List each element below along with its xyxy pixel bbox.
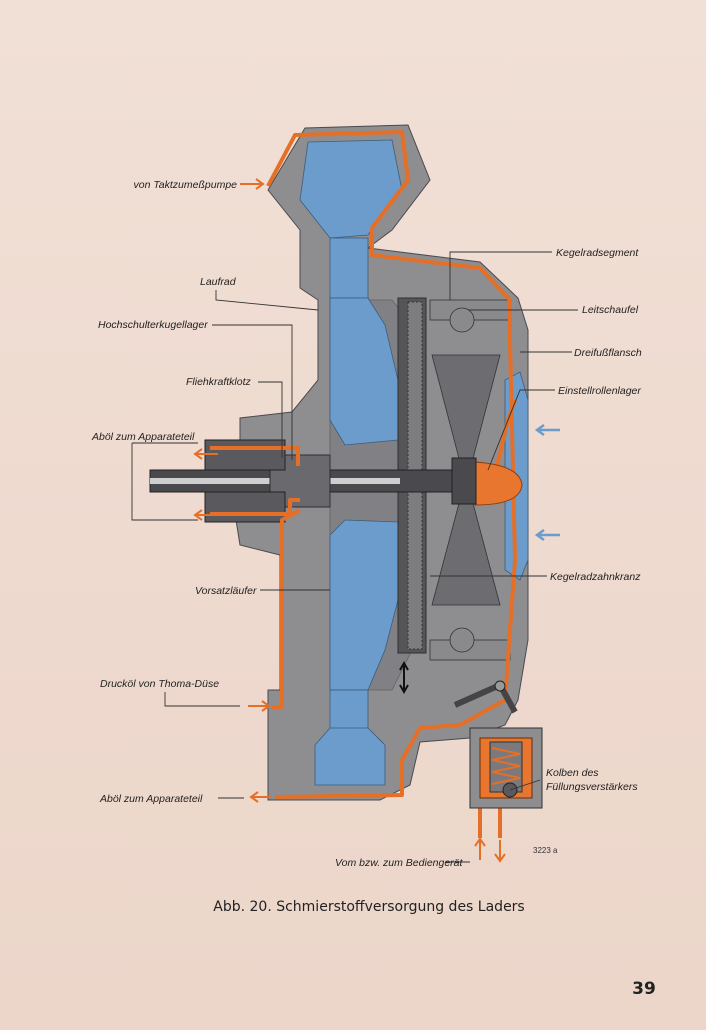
arrow-aboel-2 bbox=[249, 791, 272, 803]
flow-arrows bbox=[193, 178, 560, 863]
fuellungsverstaerker bbox=[453, 680, 543, 809]
label-kolben-2: Füllungsverstärkers bbox=[546, 781, 638, 793]
label-hochschulterkugellager: Hochschulterkugellager bbox=[98, 319, 208, 331]
label-dreifussflansch: Dreifußflansch bbox=[574, 347, 642, 359]
label-bediengeraet: Vom bzw. zum Bediengerät bbox=[335, 857, 464, 869]
bearing-oil-cap bbox=[474, 461, 523, 506]
arrow-druckoel bbox=[248, 700, 271, 712]
arrow-adjust bbox=[399, 660, 409, 695]
figure-reference: 3223 a bbox=[533, 846, 558, 855]
arrow-aboel-1a bbox=[193, 448, 218, 460]
stator-cones bbox=[429, 299, 511, 661]
arrow-blue-upper bbox=[534, 423, 560, 437]
label-taktzumesspumpe: von Taktzumeßpumpe bbox=[134, 179, 238, 191]
label-aboel-2: Aböl zum Apparateteil bbox=[99, 793, 203, 805]
label-einstellrollenlager: Einstellrollenlager bbox=[558, 385, 641, 397]
arrow-bedien-down bbox=[494, 840, 506, 863]
label-fliehkraftklotz: Fliehkraftklotz bbox=[186, 376, 252, 388]
page-number: 39 bbox=[632, 979, 656, 999]
arrow-bedien-up bbox=[474, 837, 486, 860]
label-vorsatzlaeufer: Vorsatzläufer bbox=[195, 585, 257, 597]
label-kolben-1: Kolben des bbox=[546, 767, 599, 779]
arrow-aboel-1b bbox=[193, 509, 218, 521]
arrow-taktzumesspumpe bbox=[240, 178, 265, 190]
label-kegelradzahnkranz: Kegelradzahnkranz bbox=[550, 571, 641, 583]
einstellrollenlager-block bbox=[451, 457, 477, 505]
label-kegelradsegment: Kegelradsegment bbox=[556, 247, 639, 259]
arrow-blue-lower bbox=[534, 528, 560, 542]
label-druckoel: Drucköl von Thoma-Düse bbox=[100, 678, 219, 690]
label-laufrad: Laufrad bbox=[200, 276, 237, 288]
figure-caption: Abb. 20. Schmierstoffversorgung des Lade… bbox=[213, 899, 524, 915]
leader-lines bbox=[131, 251, 578, 863]
label-aboel-1: Aböl zum Apparateteil bbox=[91, 431, 195, 443]
diagram-labels: von Taktzumeßpumpe Laufrad Hochschulterk… bbox=[91, 179, 642, 869]
label-leitschaufel: Leitschaufel bbox=[582, 304, 639, 316]
